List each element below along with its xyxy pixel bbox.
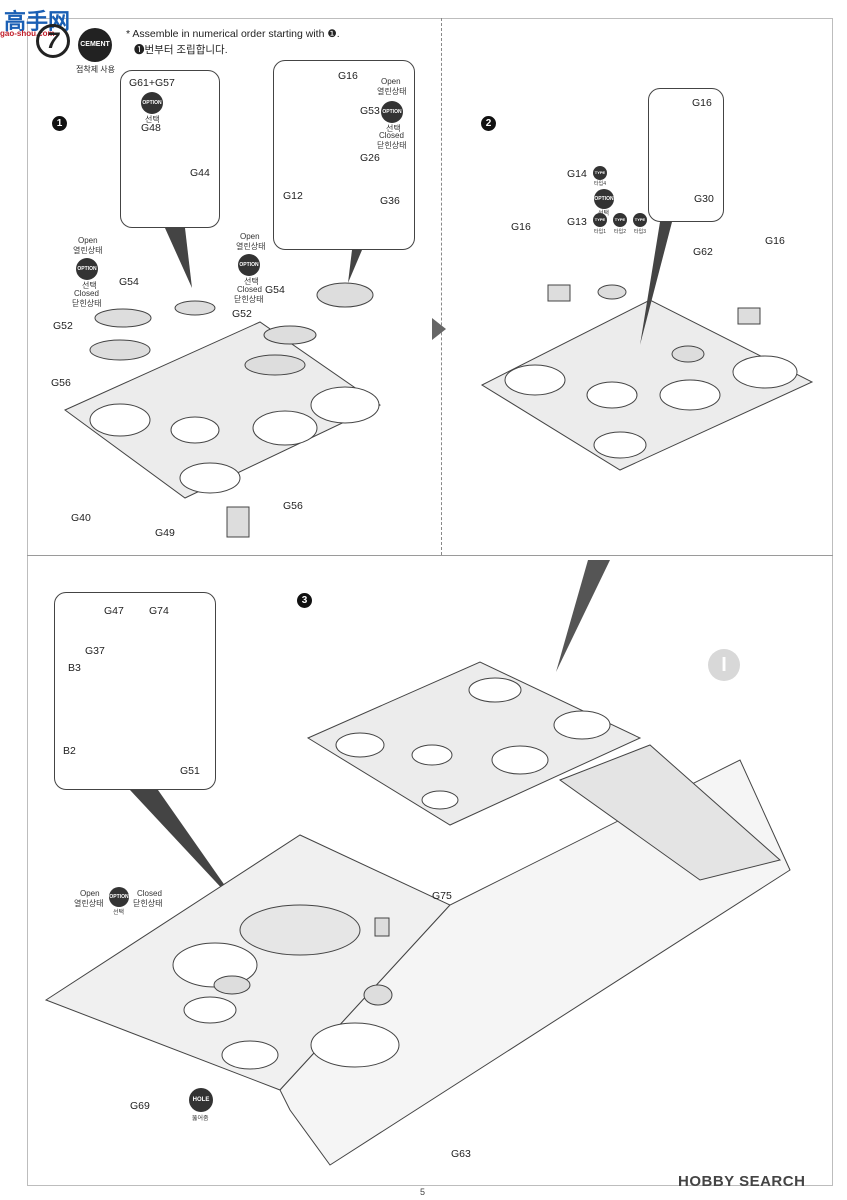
open-en: Open (381, 77, 401, 86)
part-label: G56 (51, 377, 71, 389)
part-label: G16 (511, 221, 531, 233)
open-ko: 열린상태 (74, 899, 104, 908)
part-label: G36 (380, 195, 400, 207)
callout-hatch-parts-left (120, 70, 220, 228)
part-label: G54 (119, 276, 139, 288)
closed-ko: 닫힌상태 (133, 899, 163, 908)
part-label: G30 (694, 193, 714, 205)
type-badge-label: 타입2 (614, 229, 626, 235)
part-label: G63 (451, 1148, 471, 1160)
part-label: G16 (338, 70, 358, 82)
site-logo-sub: gao-shou.com (0, 29, 55, 38)
type-badge-label: 타입3 (634, 229, 646, 235)
closed-ko: 닫힌상태 (377, 141, 407, 150)
closed-en: Closed (379, 131, 404, 140)
option-badge: OPTION (381, 101, 403, 123)
instruction-english: * Assemble in numerical order starting w… (126, 28, 340, 40)
type-badge: TYPE (593, 166, 607, 180)
option-sub-label: 선택 (386, 124, 401, 133)
step-number-1: 1 (52, 116, 67, 131)
hole-korean-label: 뚫어줌 (192, 1116, 209, 1122)
part-label: G75 (432, 890, 452, 902)
step-number-2: 2 (481, 116, 496, 131)
closed-ko: 닫힌상태 (72, 299, 102, 308)
part-label: G52 (232, 308, 252, 320)
part-label: G53 (360, 105, 380, 117)
option-sub-label: 선택 (113, 910, 125, 916)
step-group-icon: 7 (36, 24, 70, 58)
part-label: G44 (190, 167, 210, 179)
option-badge: OPTION (594, 189, 614, 209)
part-label: G74 (149, 605, 169, 617)
part-label: G56 (283, 500, 303, 512)
closed-en: Closed (237, 285, 262, 294)
cement-badge: CEMENT (78, 28, 112, 62)
part-label: G49 (155, 527, 175, 539)
part-label: G16 (765, 235, 785, 247)
part-label: G14 (567, 168, 587, 180)
hobby-search-watermark: HOBBY SEARCH (678, 1173, 806, 1190)
option-sub-label: 선택 (244, 277, 259, 286)
hole-badge: HOLE (189, 1088, 213, 1112)
part-label: G47 (104, 605, 124, 617)
cement-korean-label: 접착제 사용 (76, 65, 116, 74)
closed-en: Closed (137, 889, 162, 898)
section-divider-vertical (441, 18, 442, 555)
closed-ko: 닫힌상태 (234, 295, 264, 304)
part-label: G51 (180, 765, 200, 777)
part-label: G48 (141, 122, 161, 134)
callout-panel3 (54, 592, 216, 790)
page-frame (27, 18, 833, 1186)
option-badge: OPTION (141, 92, 163, 114)
page-number: 5 (420, 1187, 426, 1197)
open-ko: 열린상태 (236, 242, 266, 251)
step-number-3: 3 (297, 593, 312, 608)
open-en: Open (240, 232, 260, 241)
option-sub-label: 선택 (145, 115, 160, 124)
part-label: G69 (130, 1100, 150, 1112)
type-badge: TYPE (593, 213, 607, 227)
option-sub-label: 선택 (82, 281, 97, 290)
type-badge: TYPE (613, 213, 627, 227)
part-label: B2 (63, 745, 76, 757)
closed-en: Closed (74, 289, 99, 298)
type-badge: TYPE (633, 213, 647, 227)
open-ko: 열린상태 (73, 246, 103, 255)
part-label: G12 (283, 190, 303, 202)
next-step-arrow (432, 318, 446, 340)
part-label: G62 (693, 246, 713, 258)
part-label: G13 (567, 216, 587, 228)
instruction-korean: ❶번부터 조립합니다. (134, 44, 228, 56)
option-badge: OPTION (109, 887, 129, 907)
part-label: G37 (85, 645, 105, 657)
section-divider-horizontal (27, 555, 833, 556)
open-en: Open (80, 889, 100, 898)
type-badge-label: 타입1 (594, 229, 606, 235)
callout-hatch-parts-right (273, 60, 415, 250)
part-label: G54 (265, 284, 285, 296)
option-badge: OPTION (238, 254, 260, 276)
open-ko: 열린상태 (377, 87, 407, 96)
part-label: G61+G57 (129, 77, 175, 89)
circle-marker-I: I (708, 649, 740, 681)
part-label: G40 (71, 512, 91, 524)
type-badge-label: 타입4 (594, 181, 606, 187)
callout-panel2 (648, 88, 724, 222)
part-label: B3 (68, 662, 81, 674)
option-badge: OPTION (76, 258, 98, 280)
part-label: G26 (360, 152, 380, 164)
part-label: G52 (53, 320, 73, 332)
part-label: G16 (692, 97, 712, 109)
open-en: Open (78, 236, 98, 245)
